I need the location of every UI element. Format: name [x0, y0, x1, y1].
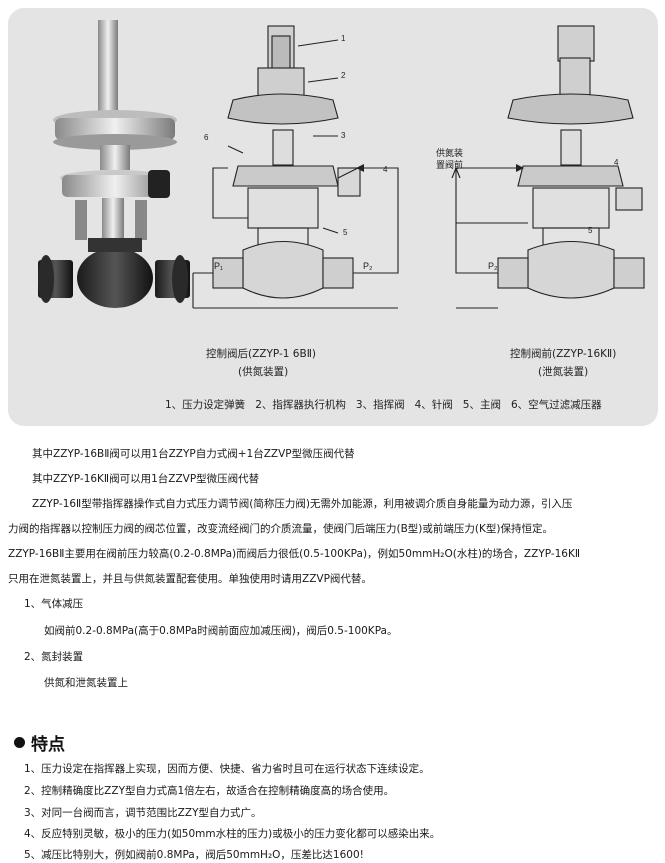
item-2-title: 2、氮封装置 [24, 651, 84, 663]
callout-5-right: 5 [588, 226, 593, 235]
item-2-detail: 供氮和泄氮装置上 [44, 677, 128, 689]
body-line-1: 其中ZZYP-16BⅡ阀可以用1台ZZYP自力式阀+1台ZZVP型微压阀代替 [32, 448, 355, 460]
callout-2-left: 2 [341, 71, 346, 80]
caption-left-line1: 控制阀后(ZZYP-1 6BⅡ) [206, 348, 316, 360]
bullet-icon [14, 737, 25, 748]
valve-schematic-diagram [192, 25, 645, 309]
callout-4-left: 4 [383, 165, 388, 174]
feature-item: 2、控制精确度比ZZY型自力式高1倍左右，故适合在控制精确度高的场合使用。 [24, 785, 395, 797]
figure-legend: 1、压力设定弹簧 2、指挥器执行机构 3、指挥阀 4、针阀 5、主阀 6、空气过… [165, 399, 602, 411]
caption-right-line1: 控制阀前(ZZYP-16KⅡ) [510, 348, 617, 360]
feature-item: 3、对同一台阀而言，调节范围比ZZY型自力式广。 [24, 807, 262, 819]
feature-item: 4、反应特别灵敏，极小的压力(如50mm水柱的压力)或极小的压力变化都可以感染出… [24, 828, 441, 840]
figure-panel: 1 2 3 4 5 6 4 5 供氮装 置阀前 P₁ P₂ P₂ 控制阀后(ZZ… [8, 8, 658, 426]
item-1-title: 1、气体减压 [24, 598, 84, 610]
callout-1-left: 1 [341, 34, 346, 43]
features-heading: 特点 [14, 730, 65, 755]
paragraph-line-3: ZZYP-16BⅡ主要用在阀前压力较高(0.2-0.8MPa)而阀后力很低(0.… [8, 548, 581, 560]
feature-item: 1、压力设定在指挥器上实现，因而方便、快捷、省力省时且可在运行状态下连续设定。 [24, 763, 430, 775]
callout-5-left: 5 [343, 228, 348, 237]
valve-product-photo [38, 20, 190, 308]
callout-3-left: 3 [341, 131, 346, 140]
paragraph-line-2: 力阀的指挥器以控制压力阀的阀芯位置，改变流经阀门的介质流量，使阀门后端压力(B型… [8, 523, 553, 535]
p2-right-label: P₂ [488, 261, 498, 271]
callout-4-right: 4 [614, 158, 619, 167]
body-line-2: 其中ZZYP-16KⅡ阀可以用1台ZZVP型微压阀代替 [32, 473, 260, 485]
p2-left-label: P₂ [363, 261, 373, 271]
feature-item: 5、减压比特别大，例如阀前0.8MPa，阀后50mmH₂O，压差比达1600! [24, 849, 364, 861]
p1-label: P₁ [214, 261, 224, 271]
item-1-detail: 如阀前0.2-0.8MPa(高于0.8MPa时阀前面应加减压阀)，阀后0.5-1… [44, 625, 398, 637]
caption-right-line2: (泄氮装置) [538, 366, 589, 378]
features-heading-text: 特点 [31, 735, 65, 755]
nitrogen-supply-label-2: 置阀前 [436, 160, 464, 170]
nitrogen-supply-label-1: 供氮装 [436, 148, 464, 158]
callout-6-left: 6 [204, 133, 209, 142]
caption-left-line2: (供氮装置) [238, 366, 289, 378]
paragraph-line-4: 只用在泄氮装置上，并且与供氮装置配套使用。单独使用时请用ZZVP阀代替。 [8, 573, 372, 585]
paragraph-line-1: ZZYP-16Ⅱ型带指挥器操作式自力式压力调节阀(简称压力阀)无需外加能源，利用… [32, 498, 573, 510]
